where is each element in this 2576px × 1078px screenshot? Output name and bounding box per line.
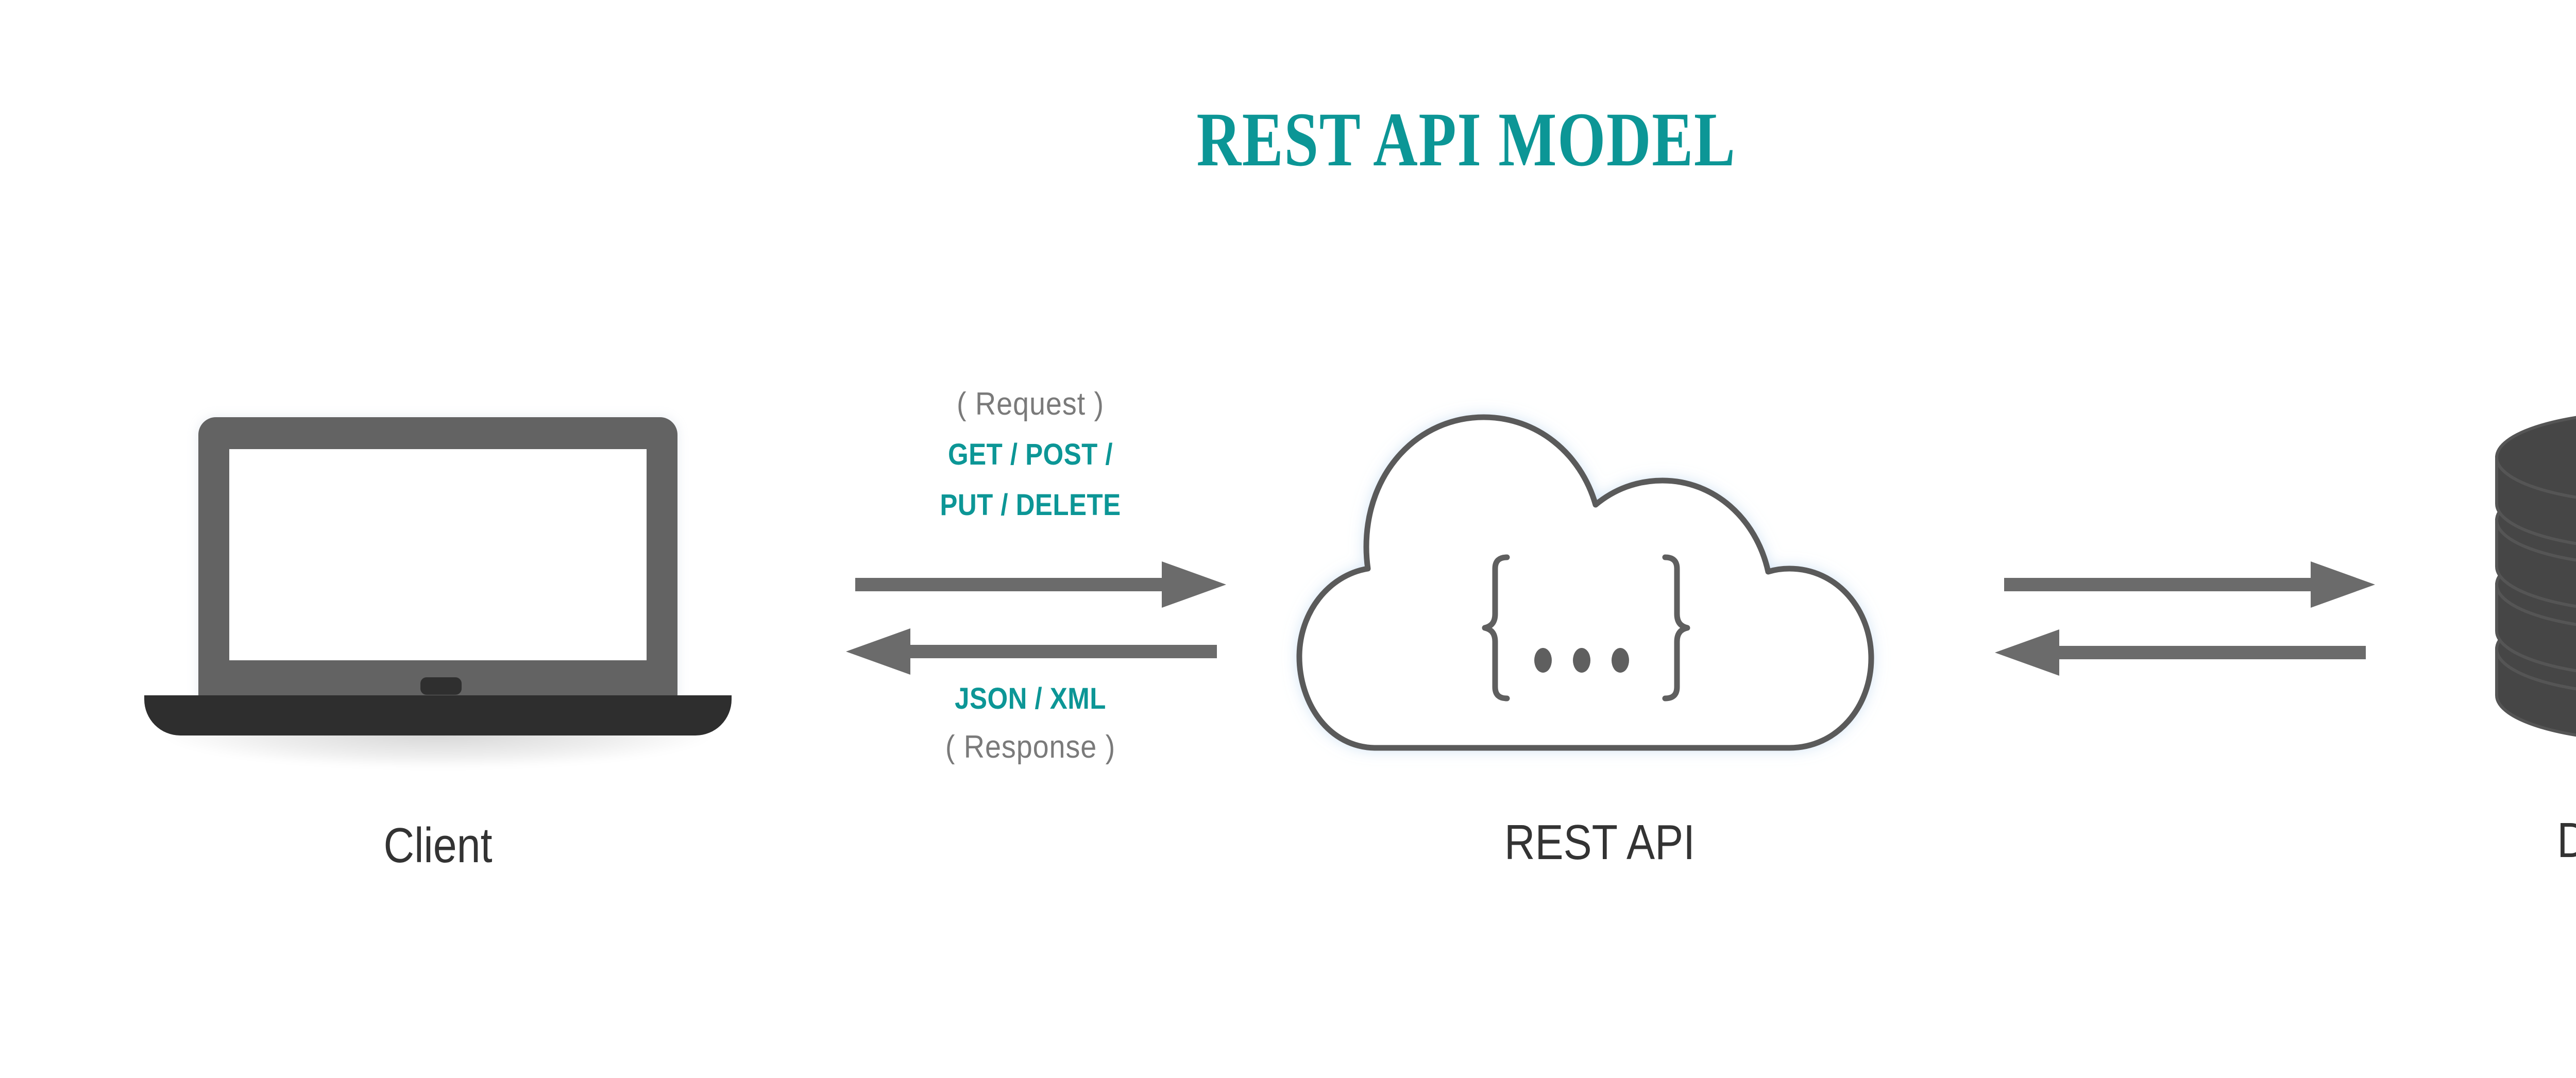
client-node bbox=[144, 417, 732, 767]
arrow-client-to-api bbox=[855, 561, 1226, 608]
laptop-hinge-nub bbox=[420, 677, 462, 695]
client-label: Client bbox=[383, 818, 493, 873]
arrow-api-to-client bbox=[846, 628, 1217, 675]
laptop-base bbox=[144, 695, 732, 735]
curly-brace-right-icon bbox=[1662, 554, 1690, 701]
request-methods-line-1: GET / POST / bbox=[947, 438, 1113, 471]
arrow-api-to-database bbox=[2004, 561, 2375, 608]
cloud-icon bbox=[1296, 414, 1874, 751]
response-formats-label: JSON / XML bbox=[955, 682, 1106, 715]
database-node bbox=[2488, 407, 2576, 757]
request-methods-line-2: PUT / DELETE bbox=[940, 488, 1121, 522]
rest-api-node bbox=[1273, 391, 1927, 773]
request-paren-label: ( Request ) bbox=[957, 386, 1104, 422]
arrow-database-to-api bbox=[1995, 629, 2366, 676]
laptop-icon bbox=[198, 417, 677, 712]
curly-brace-left-icon bbox=[1482, 554, 1510, 701]
api-database-flow-group bbox=[1995, 556, 2416, 711]
database-cylinder-icon bbox=[2495, 416, 2576, 737]
response-paren-label: ( Response ) bbox=[945, 729, 1116, 765]
page-title: REST API MODEL bbox=[1196, 97, 1736, 182]
ellipsis-dots-icon bbox=[1534, 648, 1629, 673]
client-api-flow-group: ( Request ) GET / POST / PUT / DELETE JS… bbox=[799, 381, 1262, 783]
laptop-screen bbox=[229, 449, 647, 660]
rest-api-label: REST API bbox=[1504, 815, 1696, 870]
database-label: Database bbox=[2471, 816, 2576, 865]
